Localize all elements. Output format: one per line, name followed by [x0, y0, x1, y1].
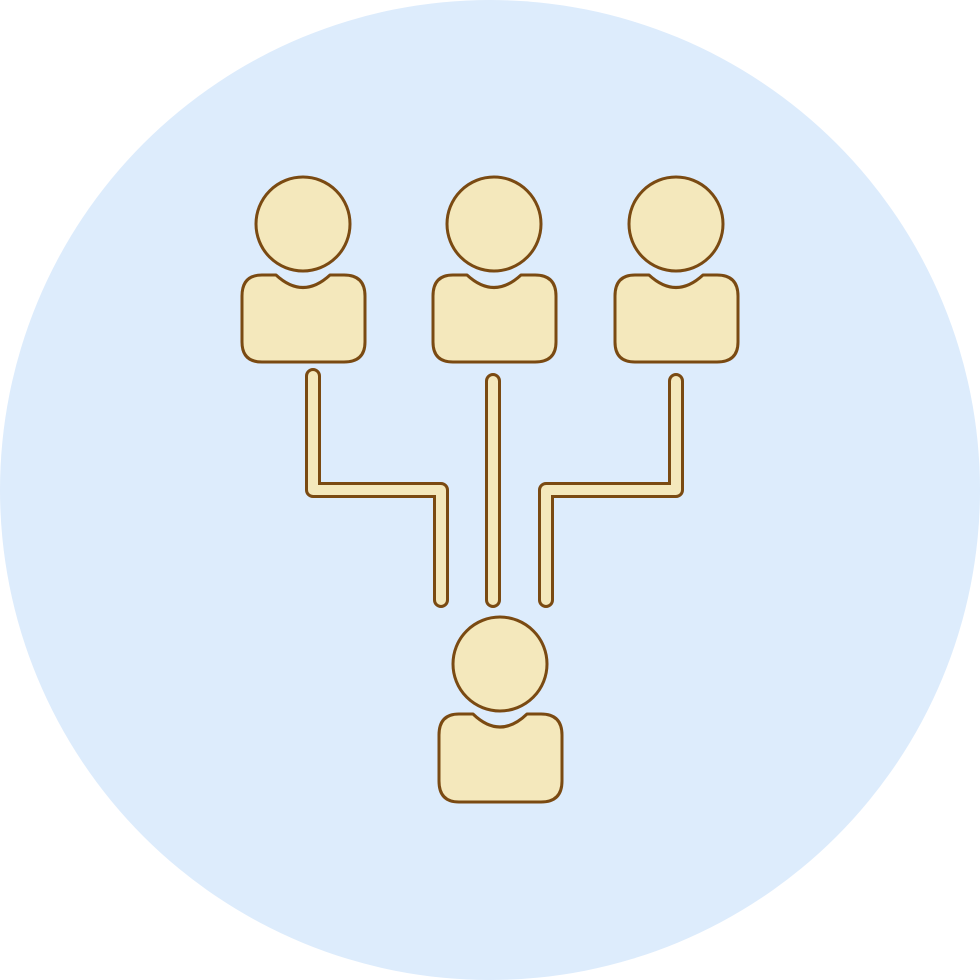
connector-left	[308, 371, 446, 605]
person-head	[254, 175, 352, 273]
person-body	[240, 273, 367, 364]
person-head	[445, 175, 543, 273]
person-body	[437, 712, 564, 804]
person-top-left-icon	[240, 175, 367, 364]
person-body	[613, 273, 740, 364]
person-bottom-icon	[437, 615, 564, 804]
person-top-center-icon	[431, 175, 558, 364]
person-head	[627, 175, 725, 273]
person-top-right-icon	[613, 175, 740, 364]
person-head	[451, 615, 549, 713]
person-body	[431, 273, 558, 364]
connector-right	[541, 376, 681, 605]
